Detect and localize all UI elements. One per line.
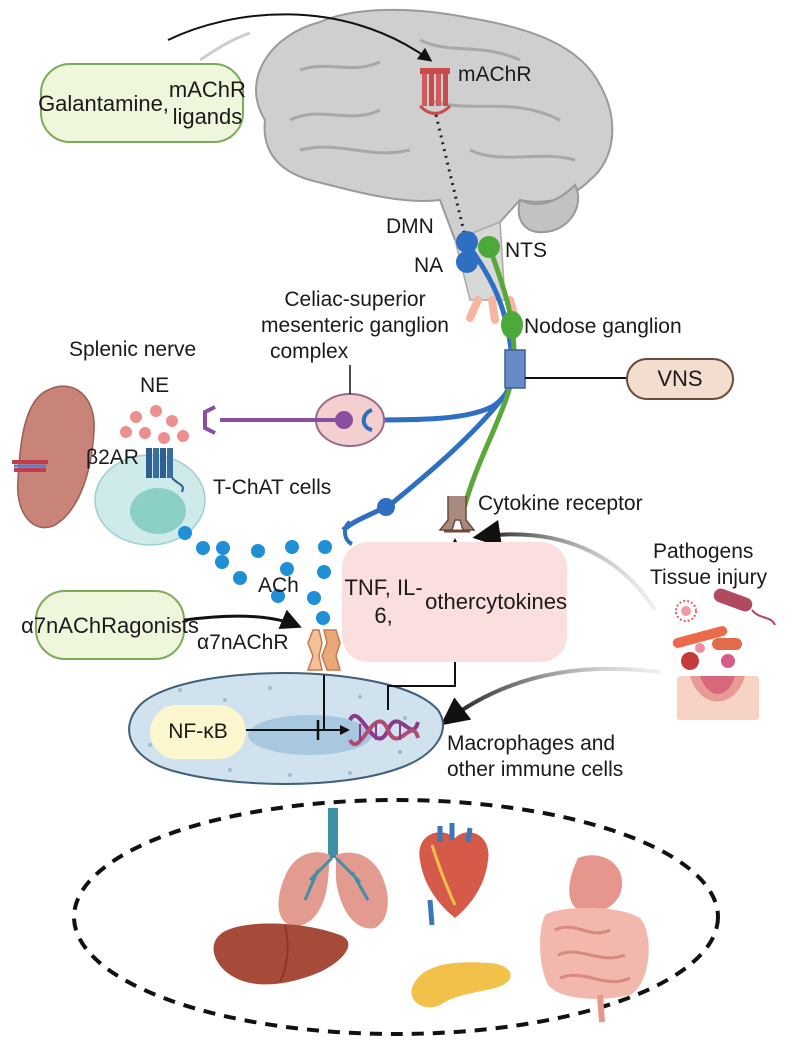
cytokine-receptor-icon [438,496,476,533]
nodose-ganglion-label: Nodose ganglion [524,315,682,338]
cytokines-line1: TNF, IL-6, [344,575,423,628]
dmn-label: DMN [386,215,434,238]
agonists-line1: α7nAChR [21,612,117,638]
ach-dots [178,526,332,625]
pathogen-cytokine-arrow [472,519,657,612]
cytokines-line2: other [425,589,476,614]
a7nachr-label: α7nAChR [197,631,289,654]
pathogen-macrophage-arrow [440,666,661,726]
ne-dots [120,405,189,444]
macrophage-granules [148,686,407,777]
intestine-icon [540,855,649,1023]
ach-label: ACh [258,574,299,597]
heart-icon [419,823,489,926]
spleen-icon [17,385,95,529]
macrophage-nucleus [248,715,372,755]
nts-nucleus [478,236,500,258]
celiac-line1: Celiac-superior [284,288,426,311]
b2ar-label: β2AR [86,446,139,469]
tissue-injury-icon [677,676,759,720]
bacteria-icon [672,588,776,670]
splenic-nerve-label: Splenic nerve [69,338,197,361]
agonists-box: α7nAChR agonists [21,590,199,660]
vns-electrode [504,349,526,389]
na-nucleus [456,251,478,273]
galantamine-box: Galantamine, mAChR ligands [38,63,246,143]
galantamine-line1: Galantamine, [38,90,169,116]
dna-icon [348,714,420,746]
nts-label: NTS [505,239,547,262]
celiac-line2: mesenteric ganglion [261,314,449,337]
pathogens-line2: Tissue injury [650,566,768,589]
ne-label: NE [140,374,170,397]
ach-terminal-dot [377,498,395,516]
cytokines-box: TNF, IL-6, other cytokines [342,542,567,662]
organ-ellipse [72,798,720,1036]
cytokine-receptor-label: Cytokine receptor [478,492,643,515]
galantamine-arrow [167,13,433,62]
vns-box: VNS [626,358,734,400]
cytokines-line3: cytokines [475,589,567,614]
lungs-icon [278,808,388,929]
tchat-nucleus [130,488,186,534]
a7nachr-receptor-icon [306,629,341,671]
pathogens-line1: Pathogens [653,540,754,563]
nodose-ganglion [501,311,523,339]
agonist-arrow [184,609,302,630]
machr-label: mAChR [458,63,532,86]
celiac-label: Celiac-superior mesenteric ganglion comp… [240,287,470,365]
dmn-nucleus [456,231,478,253]
pancreas-icon [411,962,511,1008]
celiac-line3: complex [270,340,349,363]
macrophages-line2: other immune cells [447,758,624,781]
macrophages-label: Macrophages and other immune cells [447,731,623,783]
galantamine-arrow-fade [199,31,251,62]
nfkb-box: NF-κB [150,705,246,759]
cytokine-dna-connector [387,662,456,710]
b2ar-receptor-icon [146,448,184,493]
macrophages-line1: Macrophages and [447,732,616,755]
liver-icon [213,923,349,985]
machr-receptor-icon [418,68,452,115]
tchat-label: T-ChAT cells [213,476,332,499]
pathogens-label: Pathogens Tissue injury [650,539,767,591]
agonists-line2: agonists [116,612,199,638]
na-label: NA [414,254,444,277]
galantamine-line2: mAChR ligands [168,77,246,129]
